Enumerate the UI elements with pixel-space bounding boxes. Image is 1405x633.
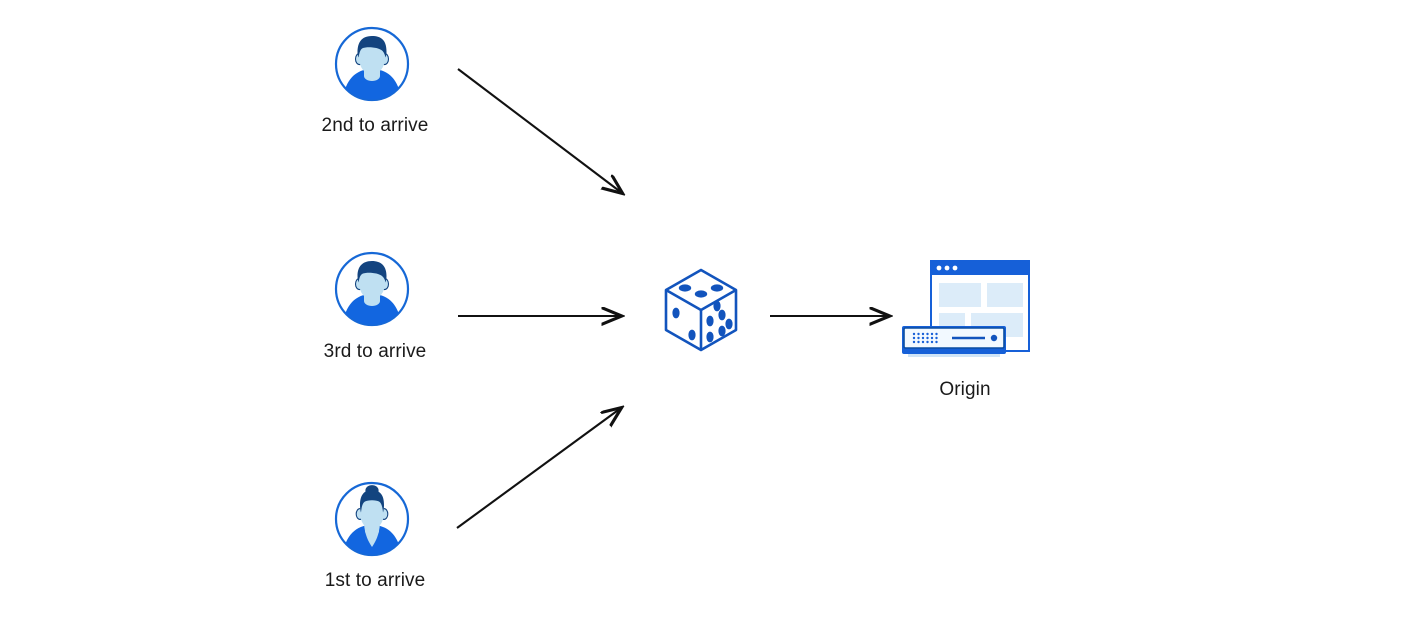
label-client-2nd: 2nd to arrive (321, 115, 429, 136)
arrow-client1-to-dice (456, 408, 621, 529)
node-origin[interactable] (897, 258, 1037, 363)
origin-server-icon (902, 260, 1030, 357)
user-avatar-icon (334, 481, 410, 557)
arrow-client2-to-dice (457, 68, 622, 193)
dice-icon (664, 268, 738, 352)
label-client-1st: 1st to arrive (324, 570, 426, 591)
node-client-1st[interactable] (334, 481, 410, 557)
user-avatar-icon (334, 251, 410, 327)
node-randomizer-dice[interactable] (661, 266, 741, 354)
label-client-3rd: 3rd to arrive (323, 341, 427, 362)
server-device-icon (902, 326, 1006, 357)
node-client-2nd[interactable] (334, 26, 410, 102)
node-client-3rd[interactable] (334, 251, 410, 327)
user-avatar-icon (334, 26, 410, 102)
label-origin: Origin (939, 379, 991, 400)
